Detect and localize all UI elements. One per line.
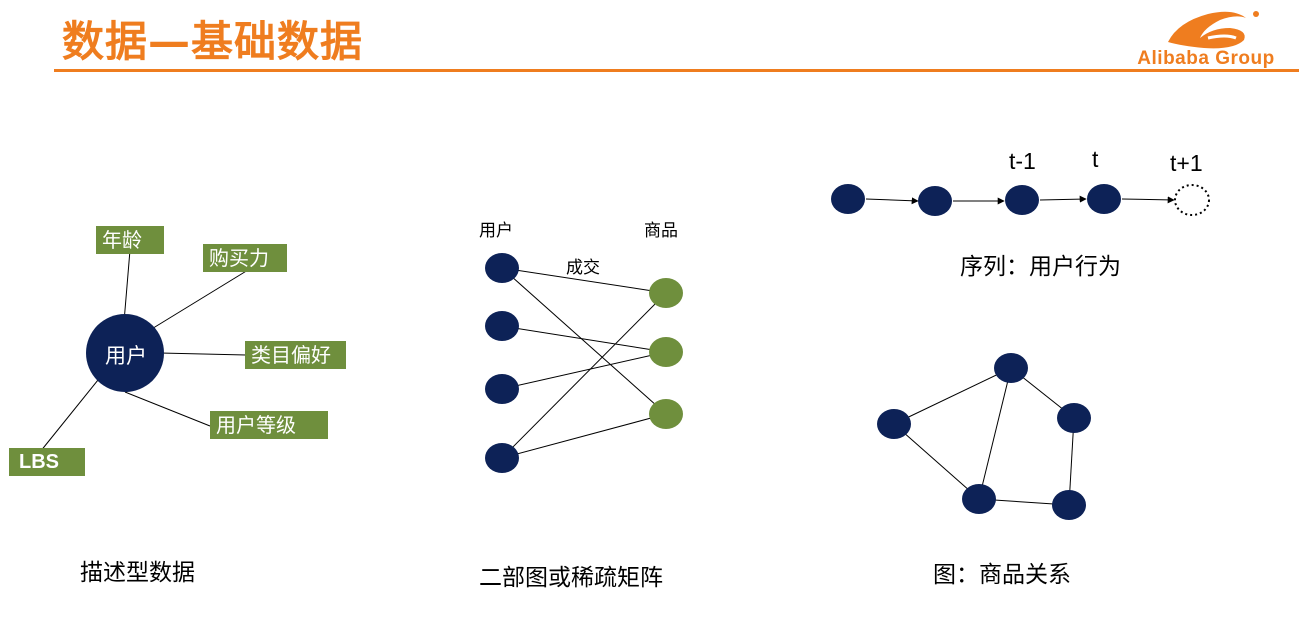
spoke-lbs <box>39 379 99 453</box>
graph-node-4 <box>962 484 996 514</box>
sequence-node-3 <box>1005 185 1039 215</box>
alibaba-smile-icon <box>1168 11 1259 49</box>
graph-node-5 <box>1052 490 1086 520</box>
sequence-node-2 <box>918 186 952 216</box>
spoke-user-level <box>124 391 211 427</box>
logo-text: Alibaba Group <box>1137 48 1275 69</box>
bipartite-left-header: 用户 <box>479 221 513 241</box>
sequence-node-4 <box>1087 184 1121 214</box>
user-node-1 <box>485 253 519 283</box>
attribute-category-preference: 类目偏好 <box>245 341 346 369</box>
bipartite-edges <box>501 267 667 459</box>
graph-node-3 <box>1057 403 1091 433</box>
spoke-purchasing-power <box>149 269 249 331</box>
bipartite-edge-label: 成交 <box>566 258 600 278</box>
caption-descriptive: 描述型数据 <box>80 560 195 586</box>
page-title: 数据—基础数据 <box>62 17 364 66</box>
item-node-1 <box>649 278 683 308</box>
caption-bipartite: 二部图或稀疏矩阵 <box>479 565 663 591</box>
item-node-2 <box>649 337 683 367</box>
descriptive-spokes <box>39 249 249 453</box>
sequence-node-1 <box>831 184 865 214</box>
user-node-3 <box>485 374 519 404</box>
bipartite-right-header: 商品 <box>644 221 678 241</box>
sequence-label-next: t+1 <box>1170 150 1203 176</box>
sequence-label-current: t <box>1092 146 1099 172</box>
item-node-3 <box>649 399 683 429</box>
user-node-4 <box>485 443 519 473</box>
attribute-user-level: 用户等级 <box>210 411 328 439</box>
graph-edges <box>893 367 1075 506</box>
graph-node-1 <box>877 409 911 439</box>
center-user-label: 用户 <box>105 344 147 368</box>
spoke-category-preference <box>159 352 247 356</box>
user-node-large <box>86 314 164 392</box>
alibaba-logo: Alibaba Group <box>1108 4 1304 70</box>
graph-node-2 <box>994 353 1028 383</box>
spoke-age <box>123 249 131 323</box>
attribute-purchasing-power: 购买力 <box>203 244 287 272</box>
attribute-age: 年龄 <box>96 226 164 254</box>
user-node-2 <box>485 311 519 341</box>
sequence-nodes <box>831 184 1121 216</box>
caption-sequence: 序列：用户行为 <box>960 254 1121 280</box>
attribute-lbs: LBS <box>9 448 85 476</box>
bipartite-item-nodes <box>649 278 683 429</box>
sequence-arrows <box>865 195 1175 205</box>
caption-graph: 图：商品关系 <box>933 562 1071 588</box>
sequence-label-prev: t-1 <box>1009 148 1036 174</box>
sequence-node-next <box>1174 184 1210 216</box>
bipartite-user-nodes <box>485 253 519 473</box>
graph-nodes <box>877 353 1091 520</box>
title-underline <box>54 69 1299 72</box>
